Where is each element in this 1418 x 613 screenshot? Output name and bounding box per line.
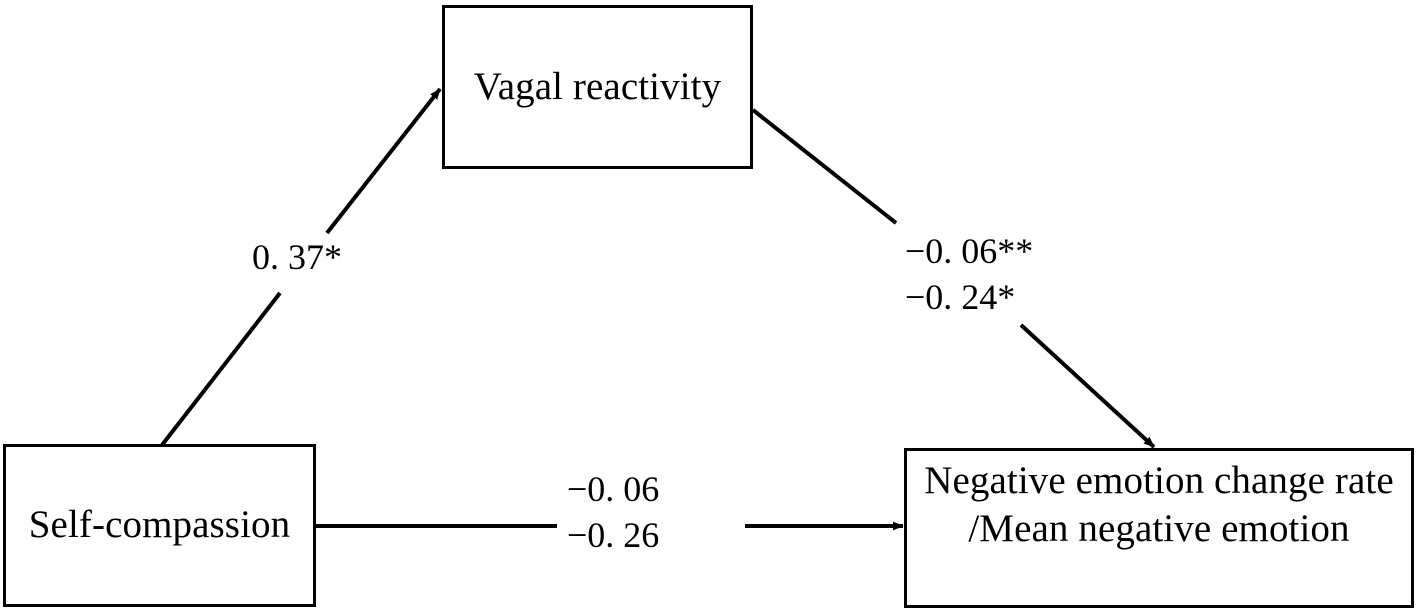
edge-b-path — [751, 108, 1156, 449]
edge-a-path — [160, 87, 442, 447]
node-self-compassion-label: Self-compassion — [28, 503, 291, 547]
edge-label-b-path: −0. 06** −0. 24* — [901, 228, 1038, 321]
edge-label-c-path: −0. 06 −0. 26 — [563, 466, 664, 559]
node-self-compassion: Self-compassion — [3, 444, 316, 607]
node-negative-emotion-outcome: Negative emotion change rate /Mean negat… — [904, 448, 1414, 608]
edge-label-a-path: 0. 37* — [248, 234, 346, 281]
node-vagal-reactivity: Vagal reactivity — [442, 5, 753, 169]
node-vagal-reactivity-label: Vagal reactivity — [473, 64, 722, 108]
node-negative-emotion-outcome-label: Negative emotion change rate /Mean negat… — [924, 459, 1394, 550]
